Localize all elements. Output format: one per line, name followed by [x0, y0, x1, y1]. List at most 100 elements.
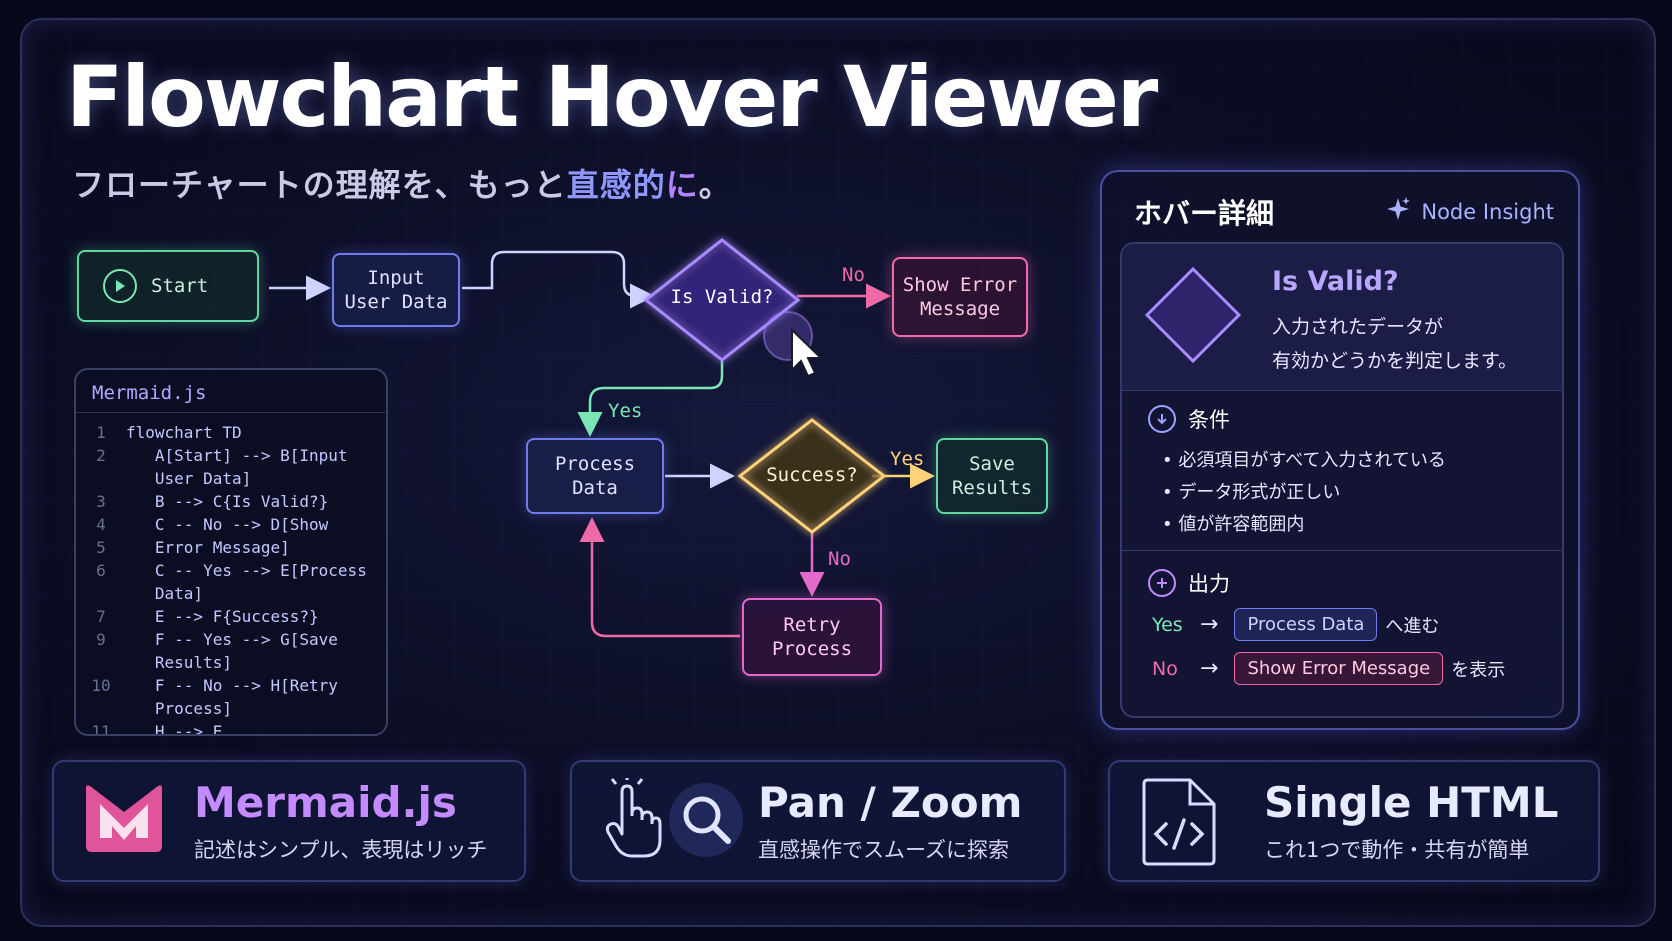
output-after-yes: へ進む	[1385, 615, 1440, 637]
edge-label-no: No	[842, 264, 865, 286]
feature-card-mermaid: Mermaid.js 記述はシンプル、表現はリッチ	[52, 760, 526, 882]
code-line-number: 3	[96, 492, 106, 511]
mermaid-code-panel[interactable]: Mermaid.js 1 flowchart TD 2 A[Start] --> B…	[74, 368, 388, 736]
code-line: 9 F -- Yes --> G[Save	[76, 628, 386, 651]
edge-label-no-success: No	[828, 548, 851, 570]
feature-title-single-html: Single HTML	[1264, 778, 1559, 827]
code-line: 2 A[Start] --> B[Input	[76, 444, 386, 467]
code-panel-title: Mermaid.js	[76, 370, 386, 413]
code-line-text: Process]	[126, 699, 232, 718]
html-file-icon	[1142, 778, 1216, 866]
code-line-number: 9	[96, 630, 106, 649]
flowchart-canvas[interactable]: Start Input User Data Is Valid? Show Err…	[22, 20, 1122, 740]
node-is-valid-shape	[643, 238, 801, 362]
output-key-yes: Yes	[1152, 613, 1183, 636]
code-line-text: Results]	[126, 653, 232, 672]
edge-isvalid-process	[577, 360, 724, 437]
edge-label-yes-success: Yes	[890, 448, 925, 470]
play-icon	[103, 269, 137, 303]
search-zoom-icon	[669, 783, 743, 857]
code-body: 1 flowchart TD 2 A[Start] --> B[Input User…	[76, 413, 386, 736]
output-heading: 出力	[1148, 568, 1230, 598]
code-line: 4 C -- No --> D[Show	[76, 513, 386, 536]
code-line: 5 Error Message]	[76, 536, 386, 559]
download-circle-icon	[1148, 405, 1176, 433]
code-line-text: User Data]	[126, 469, 252, 488]
arrow-right-icon: →	[1200, 612, 1219, 637]
mermaid-logo-icon	[86, 785, 162, 852]
feature-title-mermaid: Mermaid.js	[194, 778, 457, 827]
edge-input-isvalid	[462, 250, 655, 309]
subtitle-period: 。	[698, 166, 732, 204]
code-line-text: H --> E	[126, 722, 223, 736]
code-line-number	[76, 582, 126, 605]
code-line-number: 11	[91, 722, 111, 736]
code-line-number: 2	[96, 446, 106, 465]
diamond-icon	[1144, 266, 1242, 364]
section-divider	[1122, 550, 1562, 551]
node-input-user-data[interactable]: Input User Data	[332, 253, 460, 327]
node-retry-process[interactable]: Retry Process	[742, 598, 882, 676]
feature-sub-single-html: これ1つで動作・共有が簡単	[1264, 838, 1530, 862]
node-success[interactable]: Success?	[766, 464, 858, 486]
code-line-text: F -- No --> H[Retry	[126, 676, 338, 695]
code-line-number: 7	[96, 607, 106, 626]
code-line-number: 1	[96, 423, 106, 442]
feature-card-pan-zoom: Pan / Zoom 直感操作でスムーズに探索	[570, 760, 1066, 882]
code-line-text: F -- Yes --> G[Save	[126, 630, 338, 649]
code-line: 6 C -- Yes --> E[Process	[76, 559, 386, 582]
cursor-icon	[791, 327, 824, 378]
code-line: 3 B --> C{Is Valid?}	[76, 490, 386, 513]
code-line-number: 4	[96, 515, 106, 534]
code-line-text: flowchart TD	[126, 423, 242, 442]
code-line: Data]	[76, 582, 386, 605]
node-detail-card: Is Valid? 入力されたデータが 有効かどうかを判定します。 条件 • 必…	[1120, 242, 1564, 718]
flowchart-edges	[269, 238, 935, 638]
feature-card-single-html: Single HTML これ1つで動作・共有が簡単	[1108, 760, 1600, 882]
feature-sub-mermaid: 記述はシンプル、表現はリッチ	[194, 838, 488, 862]
node-start[interactable]: Start	[77, 250, 259, 322]
subtitle-highlight: 直感的	[566, 166, 666, 204]
subtitle-part-c: に	[665, 166, 699, 204]
app-frame: Flowchart Hover Viewer フローチャートの理解を、もっと直感…	[20, 18, 1656, 927]
feature-sub-pan-zoom: 直感操作でスムーズに探索	[758, 838, 1009, 862]
hover-panel-title: ホバー詳細	[1134, 197, 1275, 230]
code-line-number	[76, 651, 126, 674]
node-insight: Node Insight	[1385, 196, 1554, 227]
output-row-no: No → Show Error Message を表示	[1152, 652, 1505, 685]
conditions-title: 条件	[1188, 408, 1230, 432]
node-insight-label: Node Insight	[1421, 199, 1554, 224]
code-line-text: E --> F{Success?}	[126, 607, 319, 626]
page-subtitle: フローチャートの理解を、もっと直感的に。	[72, 160, 732, 206]
feature-title-pan-zoom: Pan / Zoom	[758, 778, 1023, 827]
code-line: User Data]	[76, 467, 386, 490]
code-line-text: A[Start] --> B[Input	[126, 446, 348, 465]
node-process-data[interactable]: Process Data	[526, 438, 664, 514]
output-after-no: を表示	[1451, 659, 1506, 681]
node-is-valid[interactable]: Is Valid?	[670, 286, 774, 308]
node-detail-description: 入力されたデータが 有効かどうかを判定します。	[1272, 316, 1518, 372]
code-line-text: C -- Yes --> E[Process	[126, 561, 367, 580]
code-line: Results]	[76, 651, 386, 674]
code-line-number: 10	[91, 676, 111, 695]
condition-item: • データ形式が正しい	[1162, 482, 1341, 503]
sparkle-icon	[1385, 196, 1411, 227]
output-row-yes: Yes → Process Data へ進む	[1152, 608, 1439, 641]
edge-retry-process	[579, 517, 740, 638]
plus-circle-icon	[1148, 569, 1176, 597]
code-line-text: Error Message]	[126, 538, 290, 557]
output-target-process-data[interactable]: Process Data	[1234, 608, 1378, 641]
page-title: Flowchart Hover Viewer	[66, 48, 1158, 146]
node-start-label: Start	[151, 275, 209, 297]
output-target-show-error[interactable]: Show Error Message	[1234, 652, 1444, 685]
code-line: Process]	[76, 697, 386, 720]
condition-item: • 値が許容範囲内	[1162, 514, 1305, 535]
code-line-text: C -- No --> D[Show	[126, 515, 329, 534]
condition-item: • 必須項目がすべて入力されている	[1162, 450, 1446, 471]
node-save-results[interactable]: Save Results	[936, 438, 1048, 514]
code-line: 11 H --> E	[76, 720, 386, 736]
code-line-text: Data]	[126, 584, 204, 603]
hand-pointer-icon	[605, 778, 662, 858]
node-success-shape	[737, 418, 887, 534]
node-show-error-message[interactable]: Show Error Message	[892, 257, 1028, 337]
